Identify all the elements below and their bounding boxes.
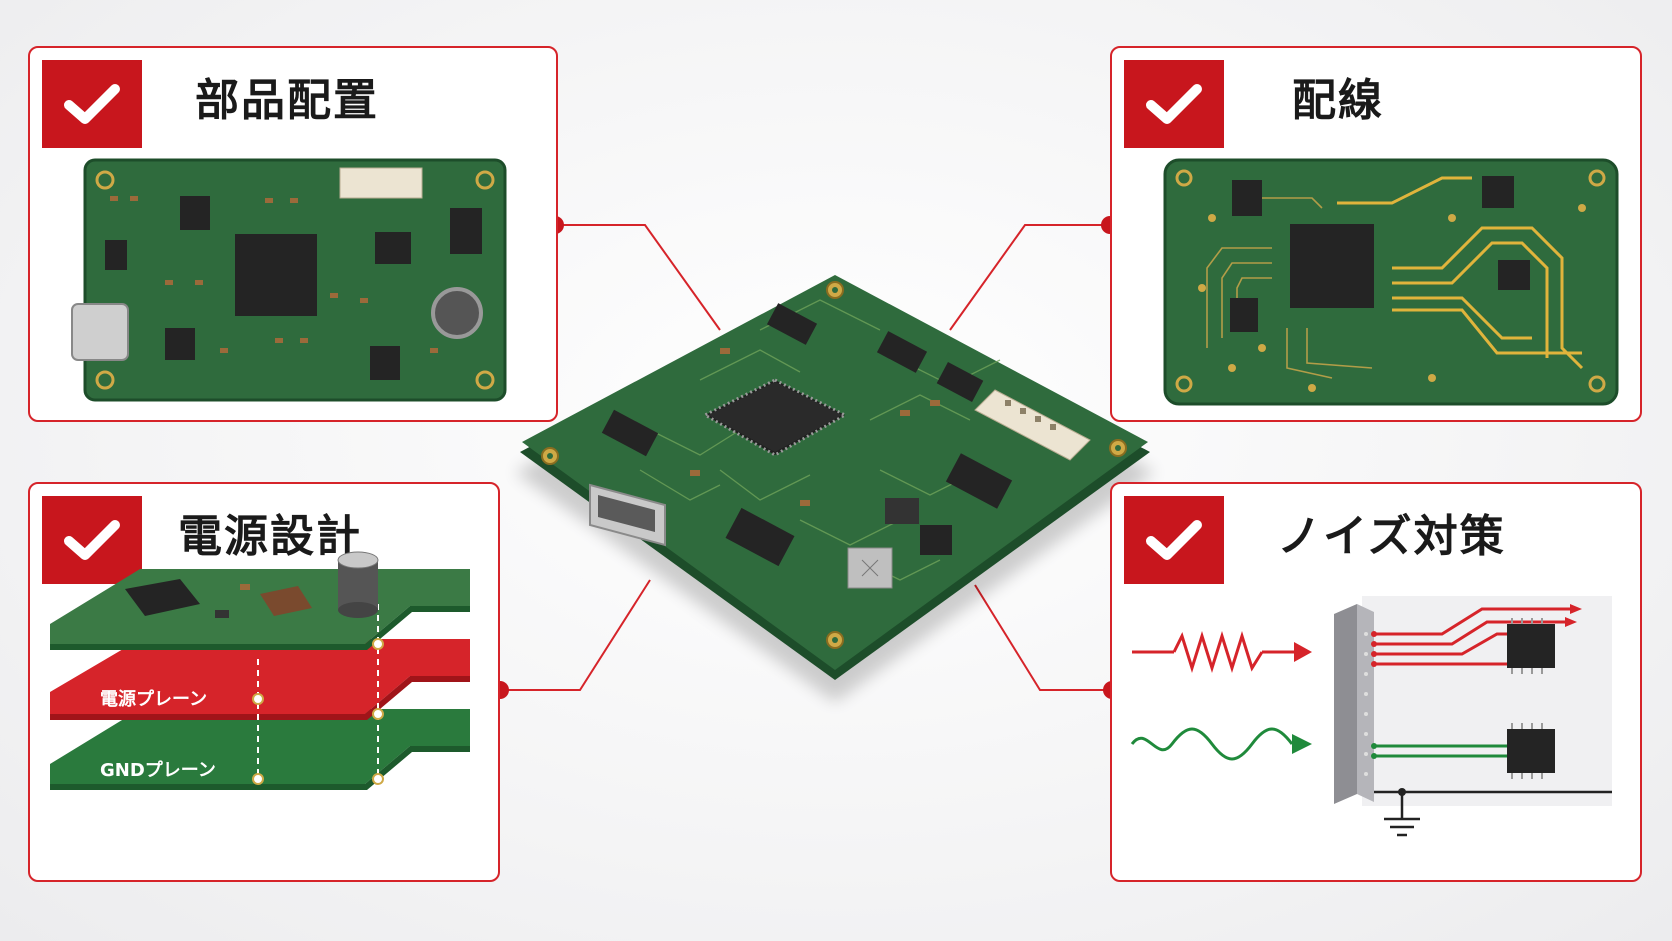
check-icon [1146, 520, 1202, 560]
card-title: 部品配置 [195, 75, 379, 126]
power-plane-label: 電源プレーン [100, 689, 208, 710]
chip-icon [1507, 723, 1555, 779]
card-routing: 配線 [1110, 46, 1642, 422]
chip-icon [1507, 618, 1555, 674]
card-title: 配線 [1292, 75, 1384, 126]
check-icon [1146, 84, 1202, 124]
check-badge [42, 60, 142, 148]
card-noise-countermeasures: ノイズ対策 [1110, 482, 1642, 882]
ground-symbol-icon [1374, 790, 1612, 837]
check-badge [42, 496, 142, 584]
layer-stack-illustration [50, 551, 470, 790]
cpu-chip-icon [701, 378, 849, 457]
card-component-placement: 部品配置 [28, 46, 558, 422]
check-badge [1124, 496, 1224, 584]
pcb-routing-illustration [1163, 158, 1619, 406]
gnd-plane-label: GNDプレーン [100, 760, 216, 781]
check-icon [64, 520, 120, 560]
card-power-design: 電源設計 電源プレーン GNDプレーン [28, 482, 500, 882]
card-title: 電源設計 [178, 511, 362, 562]
noise-filter-illustration [1130, 596, 1612, 837]
card-title: ノイズ対策 [1277, 511, 1506, 562]
check-badge [1124, 60, 1224, 148]
check-icon [64, 84, 120, 124]
pcb-component-layout-illustration [71, 158, 507, 402]
